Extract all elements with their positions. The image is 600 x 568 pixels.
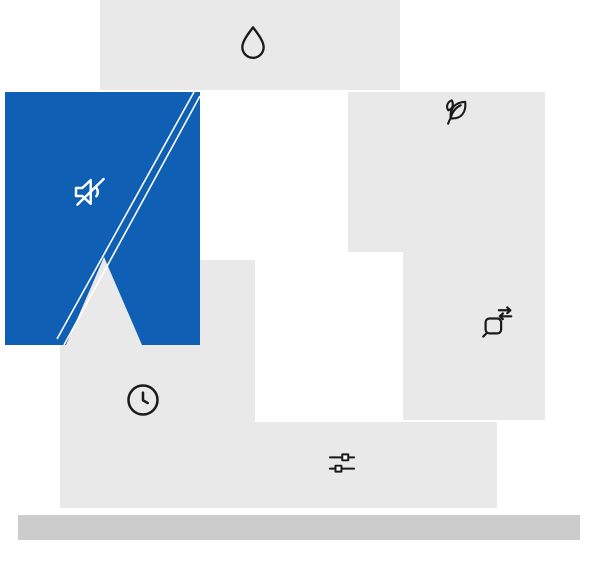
mute-ribbon[interactable] xyxy=(5,92,200,345)
ribbon-shape xyxy=(5,92,200,345)
leaf-icon[interactable] xyxy=(437,94,473,130)
power-tile xyxy=(403,92,545,420)
plug-swap-icon[interactable] xyxy=(478,303,516,341)
footer-bar xyxy=(18,515,580,540)
water-drop-icon[interactable] xyxy=(233,23,273,63)
water-tile xyxy=(100,0,400,90)
clock-icon[interactable] xyxy=(123,380,163,420)
sliders-icon[interactable] xyxy=(325,446,359,480)
ribbon-fold-line xyxy=(56,92,195,340)
ribbon-fold-line xyxy=(63,95,200,345)
speaker-mute-icon[interactable] xyxy=(69,171,111,213)
settings-tile xyxy=(200,422,497,508)
